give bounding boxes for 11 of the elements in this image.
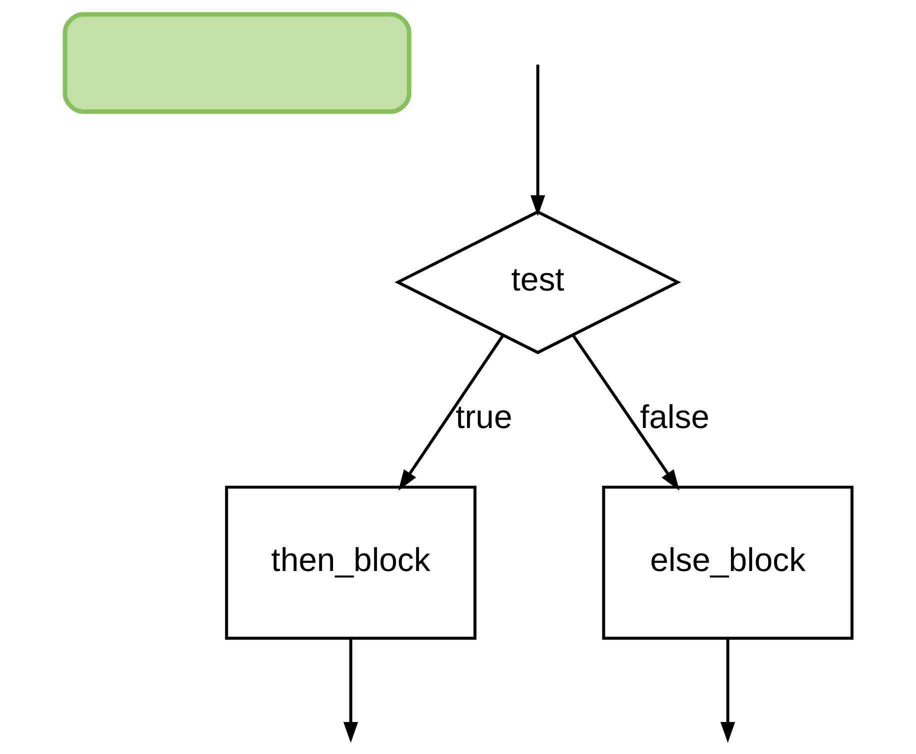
node-box bbox=[62, 12, 411, 114]
edge-label: false bbox=[639, 398, 709, 436]
node-box: else_block bbox=[602, 486, 854, 640]
arrow bbox=[530, 64, 545, 216]
edge-label: true bbox=[455, 398, 512, 436]
arrow bbox=[571, 334, 680, 491]
arrow bbox=[720, 638, 735, 743]
arrow bbox=[342, 638, 358, 743]
node-box: then_block bbox=[224, 486, 476, 640]
node-diamond: test bbox=[394, 210, 681, 354]
arrow bbox=[398, 334, 504, 491]
